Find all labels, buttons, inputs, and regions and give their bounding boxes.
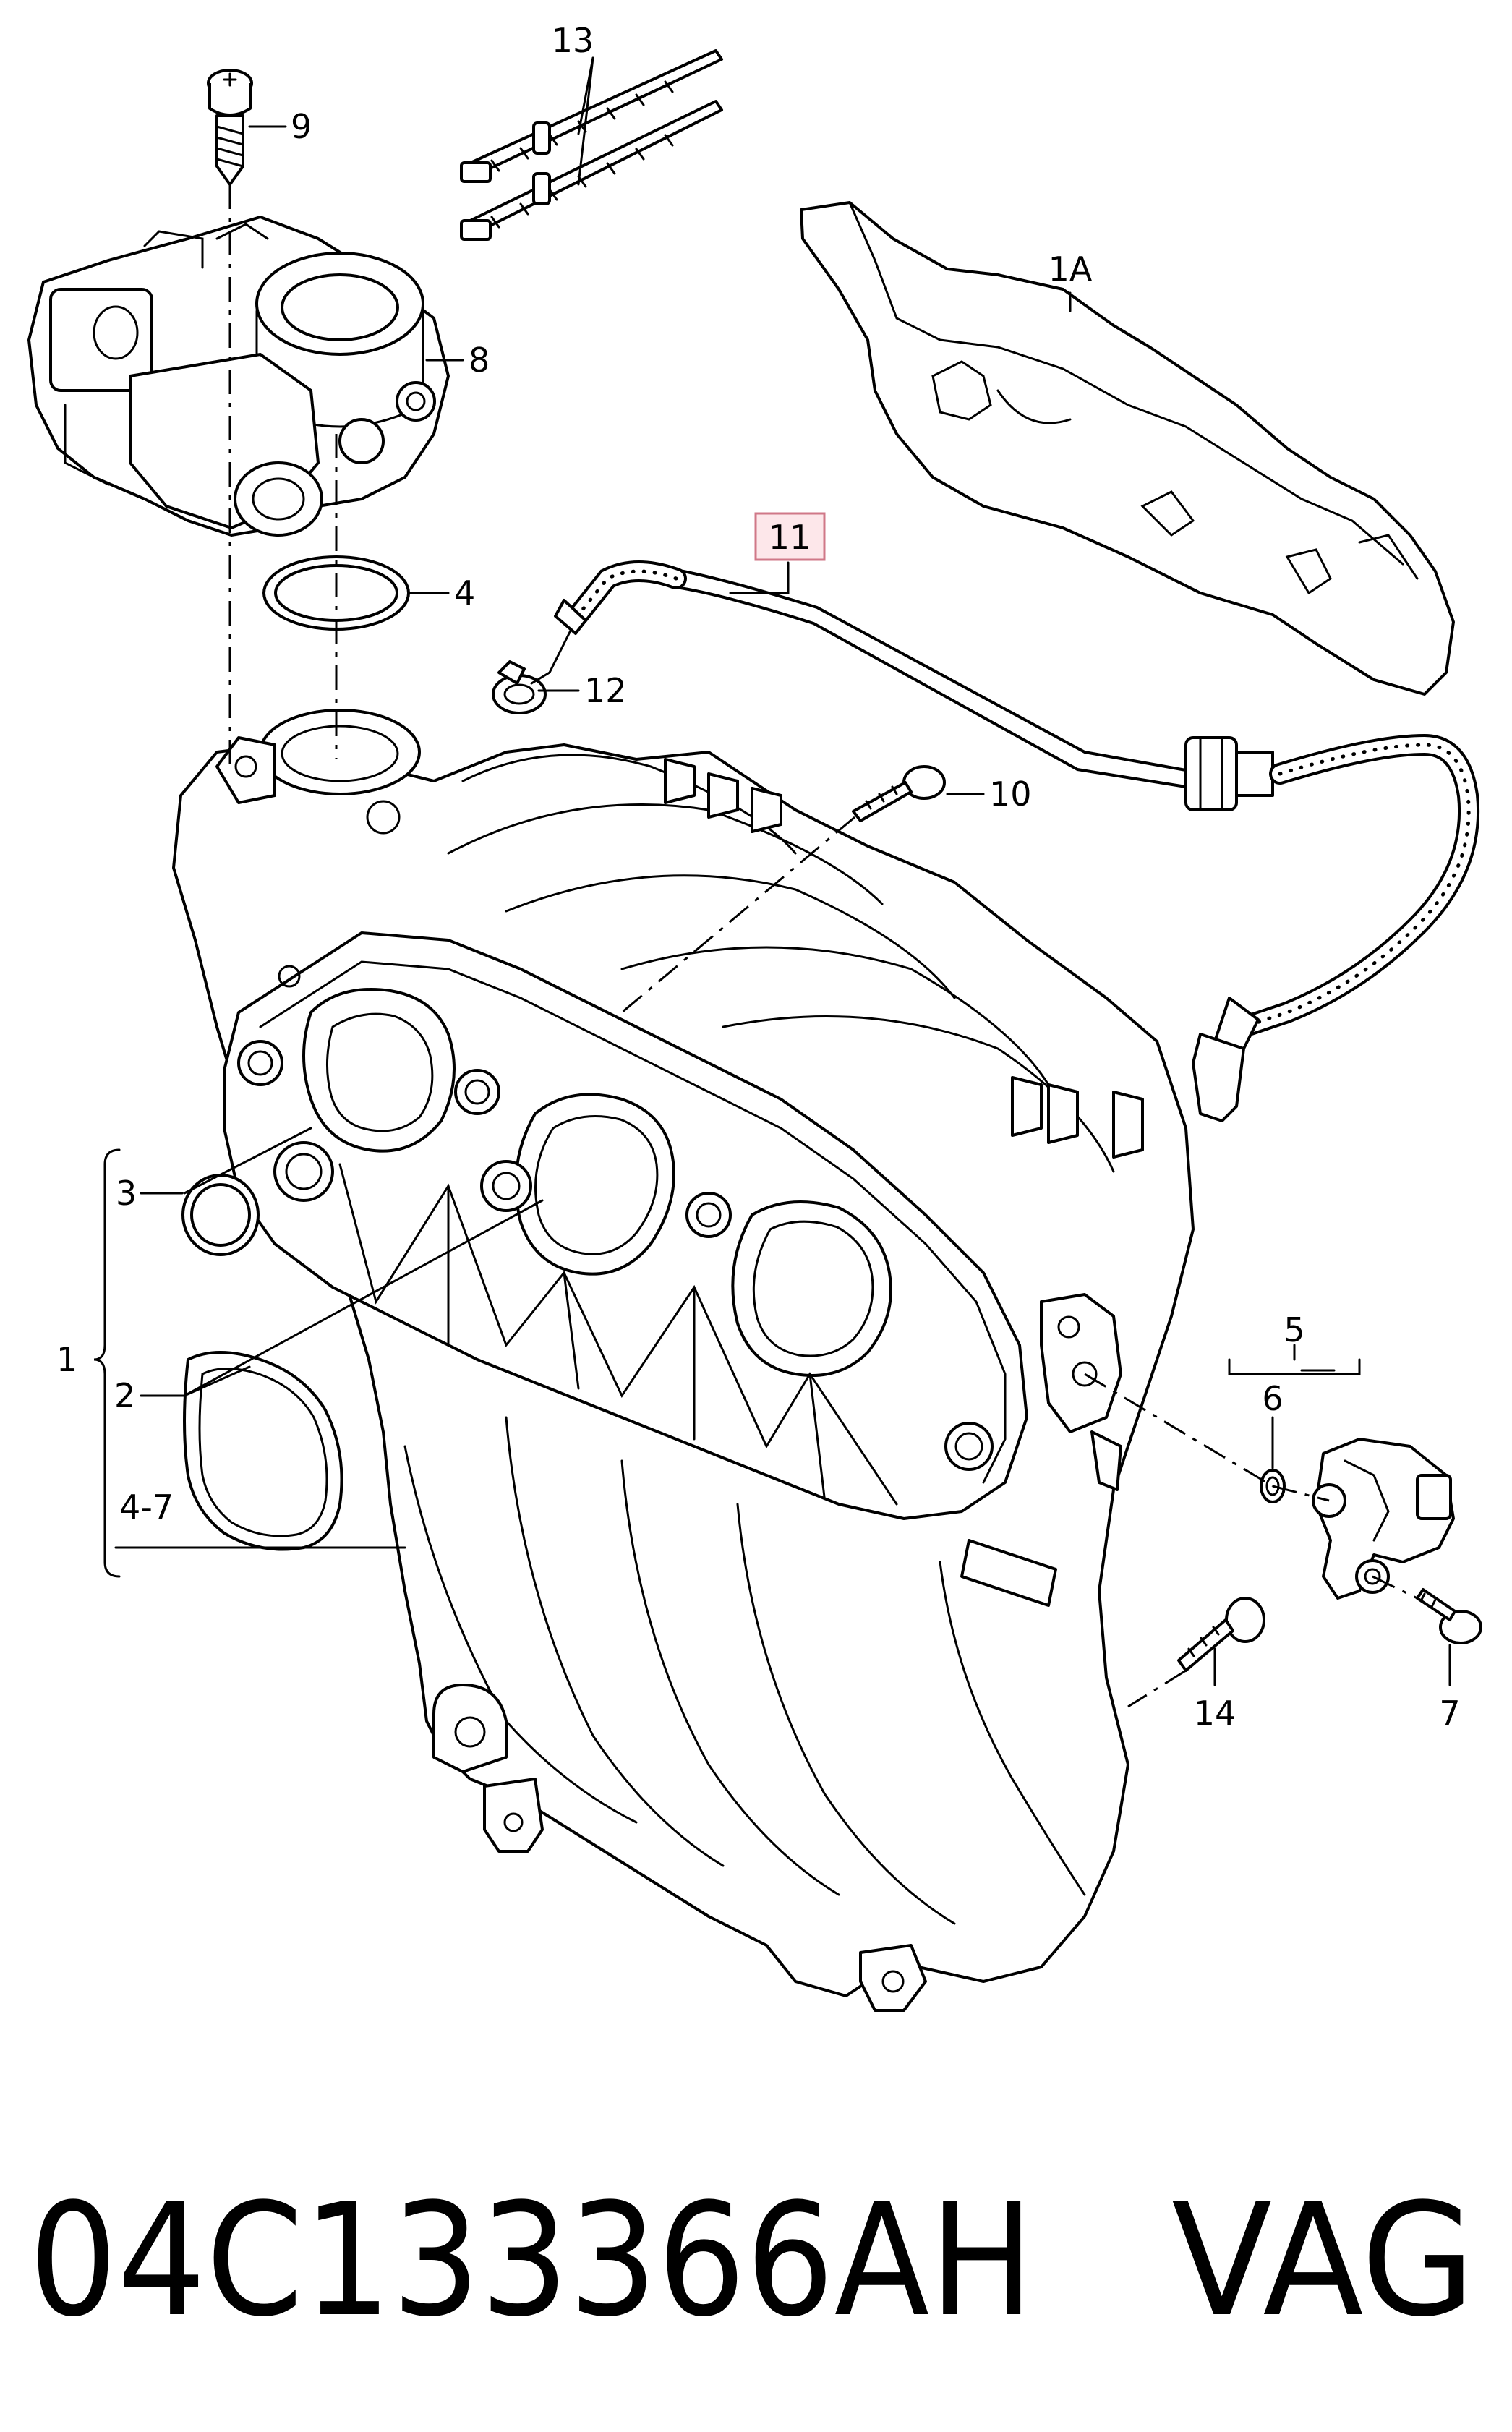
assembly-lines [228, 184, 1418, 1708]
cable-ties-13 [460, 49, 723, 241]
hose-11 [530, 560, 1480, 1122]
callout-2: 2 [114, 1376, 135, 1415]
callout-1: 1 [56, 1340, 77, 1379]
callout-12: 12 [584, 671, 627, 710]
callout-7: 7 [1439, 1694, 1460, 1733]
leader-lines [93, 56, 1451, 1686]
callout-14: 14 [1194, 1694, 1236, 1733]
callout-4: 4 [454, 573, 475, 613]
callouts: 13 9 1A 8 11 4 12 10 3 1 5 2 6 4-7 14 7 [56, 21, 1461, 1733]
screw-9 [207, 69, 253, 186]
gasket-2 [183, 1351, 343, 1551]
throttle-body-8 [27, 216, 450, 537]
footer: 04C133366AH VAG [29, 2169, 1475, 2351]
part-number: 04C133366AH [29, 2169, 1034, 2351]
callout-6: 6 [1262, 1379, 1283, 1418]
intake-manifold-1 [172, 709, 1195, 2012]
o-ring-3 [181, 1174, 260, 1256]
callout-4-7: 4-7 [119, 1488, 174, 1527]
callout-11: 11 [769, 518, 811, 557]
screw-7 [1416, 1588, 1482, 1644]
callout-5: 5 [1284, 1310, 1304, 1349]
brand-label: VAG [1171, 2169, 1475, 2351]
clamp-12 [492, 660, 547, 714]
callout-3: 3 [116, 1174, 137, 1213]
callout-10: 10 [989, 775, 1032, 814]
callout-1a: 1A [1048, 249, 1093, 289]
bolt-10 [852, 765, 946, 822]
callout-11-highlight [754, 512, 826, 561]
callout-9: 9 [291, 107, 312, 146]
callout-13: 13 [552, 21, 594, 60]
cover-1a [800, 201, 1455, 696]
sensor-5 [1312, 1438, 1455, 1600]
callout-8: 8 [469, 341, 490, 380]
bolt-14 [1177, 1597, 1265, 1672]
